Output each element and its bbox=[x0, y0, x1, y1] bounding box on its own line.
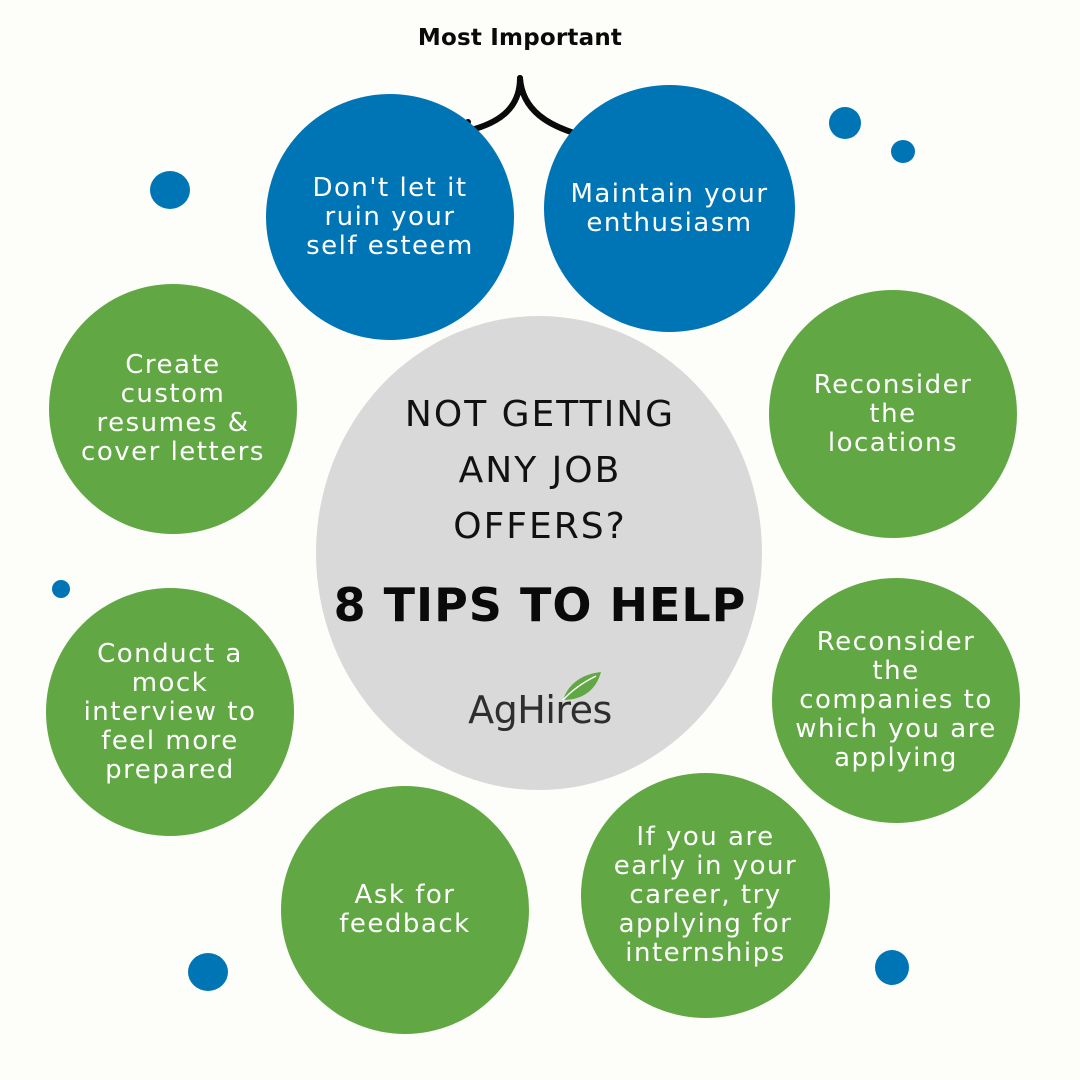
tip-bubble-companies: Reconsider the companies to which you ar… bbox=[772, 578, 1020, 823]
tip-bubble-internships: If you are early in your career, try app… bbox=[581, 773, 830, 1018]
tip-text: Reconsider the companies to which you ar… bbox=[795, 627, 997, 773]
decorative-dot bbox=[52, 580, 70, 598]
tip-text: If you are early in your career, try app… bbox=[613, 822, 798, 968]
tip-bubble-enthusiasm: Maintain your enthusiasm bbox=[544, 85, 795, 332]
decorative-dot bbox=[188, 953, 228, 991]
tip-text: Maintain your enthusiasm bbox=[570, 178, 769, 238]
decorative-dot bbox=[891, 140, 915, 163]
center-question: NOT GETTING ANY JOB OFFERS? bbox=[404, 394, 676, 547]
aghires-logo: AgHires bbox=[468, 688, 612, 732]
tip-bubble-self-esteem: Don't let it ruin your self esteem bbox=[266, 94, 514, 340]
tips-title: 8 TIPS TO HELP bbox=[333, 578, 747, 632]
tip-text: Don't let it ruin your self esteem bbox=[306, 172, 474, 261]
most-important-label: Most Important bbox=[417, 25, 623, 51]
decorative-dot bbox=[829, 107, 861, 139]
tip-text: Reconsider the locations bbox=[813, 369, 973, 458]
tip-text: Ask for feedback bbox=[339, 880, 471, 939]
decorative-dot bbox=[150, 171, 190, 209]
decorative-dot bbox=[875, 950, 909, 985]
tip-text: Conduct a mock interview to feel more pr… bbox=[83, 638, 257, 785]
center-circle bbox=[316, 316, 762, 790]
tip-text: Create custom resumes & cover letters bbox=[81, 350, 265, 467]
tip-bubble-resumes: Create custom resumes & cover letters bbox=[49, 284, 297, 534]
tip-bubble-locations: Reconsider the locations bbox=[769, 290, 1017, 538]
tip-bubble-feedback: Ask for feedback bbox=[281, 786, 529, 1034]
tip-bubble-mock-interview: Conduct a mock interview to feel more pr… bbox=[46, 588, 294, 836]
